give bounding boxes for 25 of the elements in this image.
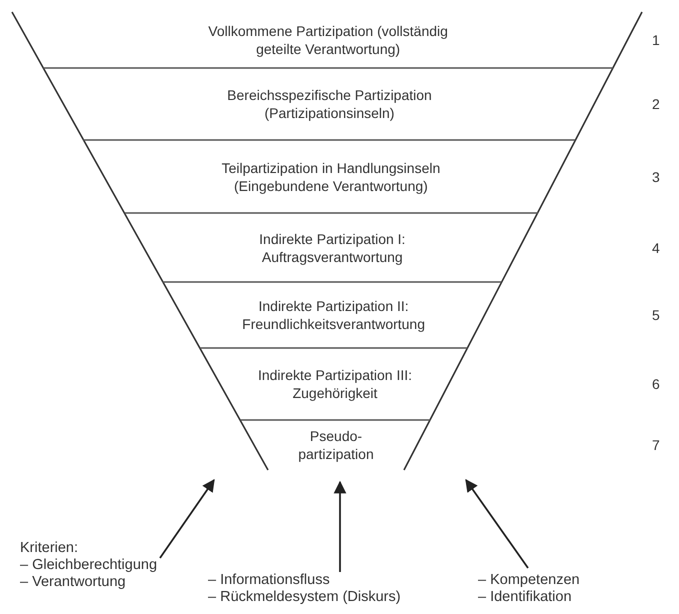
arrow — [334, 480, 346, 572]
level-label: Vollkommene Partizipation (vollständig geteilte Verantwortung) — [207, 22, 449, 58]
criteria-item: Kriterien: — [20, 540, 80, 557]
level-label: Indirekte Partizipation I: Auftragsverantwortung — [258, 230, 406, 266]
arrow — [465, 478, 529, 569]
criteria-item: – Kompetenzen — [478, 572, 580, 589]
level-number: 6 — [652, 376, 660, 392]
level-number: 4 — [652, 240, 660, 256]
level-number: 5 — [652, 307, 660, 323]
criteria-item: – Informationsfluss — [208, 572, 331, 589]
level-number: 7 — [652, 437, 660, 453]
level-number: 2 — [652, 96, 660, 112]
level-label: Teilpartizipation in Handlungsinseln (Eingebundene Verantwortung) — [220, 158, 442, 194]
criteria-item: – Identifikation — [478, 589, 573, 606]
funnel-outline — [12, 12, 642, 470]
level-label: Pseudo- partizipation — [297, 427, 375, 463]
arrow — [159, 478, 215, 559]
level-label: Bereichsspezifische Partizipation (Partizipationsinseln) — [226, 86, 433, 122]
level-label: Indirekte Partizipation II: Freundlichkeitsverantwortung — [241, 297, 426, 333]
criteria-item: – Rückmeldesystem (Diskurs) — [208, 589, 401, 606]
criteria-item: – Gleichberechtigung — [20, 557, 158, 574]
level-number: 1 — [652, 32, 660, 48]
level-number: 3 — [652, 169, 660, 185]
level-label: Indirekte Partizipation III: Zugehörigkeit — [256, 366, 414, 402]
criteria-item: – Verantwortung — [20, 574, 127, 591]
